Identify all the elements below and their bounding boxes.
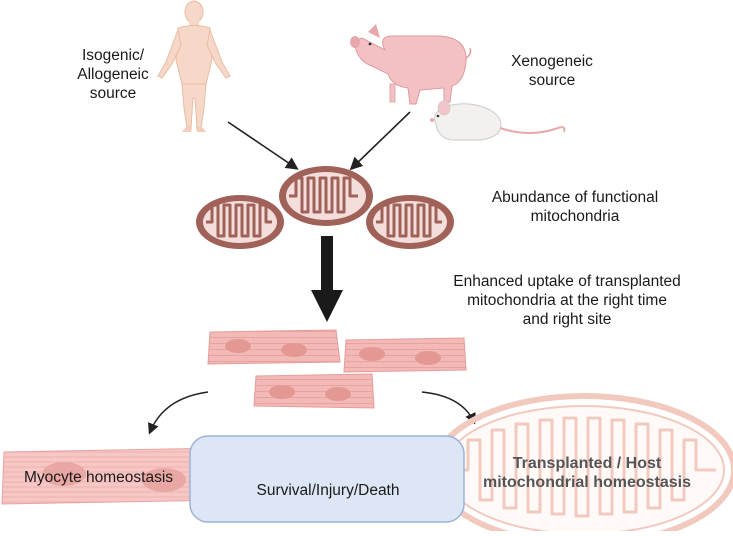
human-icon [157, 0, 231, 132]
abundance-label: Abundance of functional mitochondria [491, 189, 659, 225]
myocyte-homeostasis-label: Myocyte homeostasis [24, 469, 174, 486]
arrow-to-mito-homeostasis [421, 391, 476, 425]
cardiomyocyte-icon [207, 329, 341, 365]
survival-box [189, 435, 465, 523]
xenogeneic-source-label: Xenogeneic source [511, 53, 593, 89]
mitochondrion-icon [196, 195, 284, 249]
mouse-icon [430, 100, 566, 141]
survival-label: Survival/Injury/Death [256, 482, 400, 499]
down-arrow-icon [311, 236, 343, 322]
mitochondrion-icon [366, 195, 454, 249]
uptake-label: Enhanced uptake of transplanted mitochon… [453, 273, 681, 328]
mitochondrion-icon [279, 166, 373, 226]
pig-icon [350, 24, 472, 105]
arrow-human-to-mito [227, 121, 299, 170]
mito-homeostasis-label: Transplanted / Host mitochondrial homeos… [482, 455, 692, 491]
cardiomyocyte-icon [253, 373, 375, 409]
isogenic-source-label: Isogenic/ Allogeneic source [77, 47, 149, 102]
arrow-to-myocyte [148, 391, 209, 435]
myocyte-homeostasis-cell [1, 447, 229, 505]
arrow-animal-to-mito [349, 111, 411, 171]
cardiomyocyte-icon [343, 337, 467, 373]
